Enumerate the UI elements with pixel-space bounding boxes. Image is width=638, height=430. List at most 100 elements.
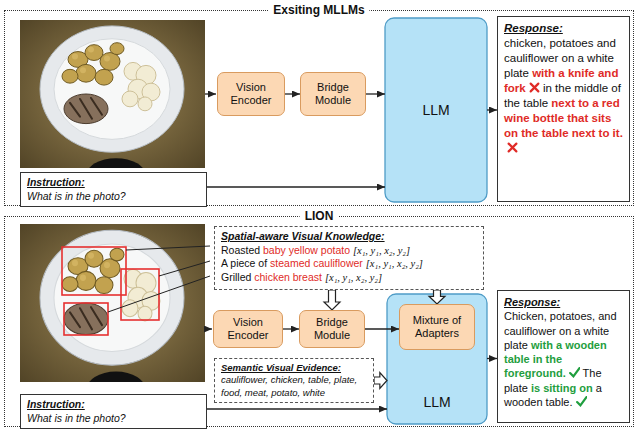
text-line: Semantic Visual Evidence: bbox=[221, 362, 367, 374]
text-area: Mixture of Adapters bbox=[405, 314, 469, 340]
text-line: Spatial-aware Visual Knowledge: bbox=[221, 230, 477, 244]
label-text: Roasted bbox=[221, 244, 260, 256]
adapter-box: Mixture of Adapters bbox=[399, 304, 475, 350]
bounding-boxes bbox=[62, 247, 159, 335]
text-line: Roasted baby yellow potato [x₁, y₁, x₂, … bbox=[221, 244, 477, 258]
text-line: Response: bbox=[504, 21, 623, 36]
label-text: LLM bbox=[423, 394, 450, 410]
text-area: Instruction: What is in the photo? bbox=[27, 176, 200, 203]
text-line: A piece of steamed cauliflower [x₁, y₁, … bbox=[221, 257, 477, 271]
image-arrow bbox=[205, 93, 216, 94]
label-text: Mixture of Adapters bbox=[413, 314, 461, 339]
text-area: Spatial-aware Visual Knowledge: Roasted b… bbox=[221, 230, 477, 285]
check-mark bbox=[569, 367, 580, 378]
heading-text: Instruction: bbox=[27, 176, 85, 188]
label-text: Bridge Module bbox=[315, 81, 351, 106]
label-text: A piece of bbox=[221, 257, 267, 269]
text-line: Chicken, potatoes, and cauliflower on a … bbox=[504, 309, 623, 409]
leader-line bbox=[159, 261, 210, 276]
text-line: chicken, potatoes and cauliflower on a w… bbox=[504, 36, 623, 156]
section-panel: Spatial-aware Visual Knowledge: Roasted b… bbox=[4, 216, 634, 427]
hollow-arrow bbox=[429, 290, 445, 304]
llm-fill bbox=[385, 18, 487, 202]
llm-box: Mixture of AdaptersLLM bbox=[387, 294, 487, 424]
module-box: Vision Encoder bbox=[213, 310, 283, 348]
text-area: Bridge Module bbox=[306, 81, 360, 107]
text-area: Bridge Module bbox=[305, 316, 359, 342]
connector bbox=[365, 328, 399, 329]
connector bbox=[285, 93, 300, 94]
panel-title: Exsiting MLLMs bbox=[268, 2, 369, 18]
response-box: Response:chicken, potatoes and cauliflow… bbox=[497, 16, 630, 202]
text-line: What is in the photo? bbox=[27, 412, 200, 426]
text-line: Instruction: bbox=[27, 176, 200, 190]
heading-text: Spatial-aware Visual Knowledge: bbox=[221, 230, 385, 242]
leader-line bbox=[108, 276, 210, 312]
label-text: What is in the photo? bbox=[27, 412, 126, 424]
label-text: is sitting on bbox=[531, 382, 593, 394]
text-area: Response:chicken, potatoes and cauliflow… bbox=[504, 21, 623, 155]
hollow-arrow bbox=[324, 290, 340, 310]
label-text: baby yellow potato bbox=[263, 244, 350, 256]
label-text: What is in the photo? bbox=[27, 190, 126, 202]
text-area: Response:Chicken, potatoes, and cauliflo… bbox=[504, 295, 623, 409]
text-line: Mixture of Adapters bbox=[405, 314, 469, 340]
bounding-box bbox=[62, 247, 126, 295]
food-photo bbox=[20, 224, 205, 409]
label-text: [x₁, y₁, x₂, y₂] bbox=[353, 245, 410, 256]
heading-text: Response: bbox=[504, 296, 560, 308]
instruction-box: Instruction: What is in the photo? bbox=[20, 172, 207, 207]
text-line: LLM bbox=[423, 394, 450, 410]
bounding-box bbox=[121, 269, 159, 320]
module-box: Vision Encoder bbox=[217, 72, 285, 116]
section-panel: Instruction: What is in the photo? Vision … bbox=[4, 10, 634, 206]
text-area: LLM bbox=[422, 102, 449, 119]
text-line: LLM bbox=[422, 102, 449, 119]
connector bbox=[207, 408, 387, 409]
text-line: Response: bbox=[504, 295, 623, 309]
connector bbox=[487, 109, 497, 110]
cross-mark bbox=[507, 142, 518, 153]
text-line: Vision Encoder bbox=[223, 81, 279, 107]
heading-text: Instruction: bbox=[27, 398, 85, 410]
hollow-arrow bbox=[374, 373, 387, 389]
text-line: Bridge Module bbox=[306, 81, 360, 107]
evidence-box: Semantic Visual Evidence:cauliflower, ch… bbox=[214, 358, 374, 403]
text-area: Vision Encoder bbox=[223, 81, 279, 107]
leader-line bbox=[126, 246, 210, 250]
label-text: Vision Encoder bbox=[231, 81, 272, 106]
instruction-box: Instruction: What is in the photo? bbox=[20, 394, 207, 429]
heading-text: Semantic Visual Evidence: bbox=[221, 362, 341, 373]
connector bbox=[283, 328, 299, 329]
llm-box: LLM bbox=[385, 18, 487, 202]
bounding-box bbox=[64, 303, 108, 335]
text-line: What is in the photo? bbox=[27, 190, 200, 204]
text-area: Instruction: What is in the photo? bbox=[27, 398, 200, 425]
leader-lines bbox=[108, 246, 210, 312]
connector bbox=[207, 186, 385, 187]
connector bbox=[366, 93, 385, 94]
label-text: Vision Encoder bbox=[228, 316, 269, 341]
llm-fill bbox=[387, 294, 487, 424]
food-photo bbox=[20, 20, 205, 194]
module-box: Bridge Module bbox=[300, 72, 366, 116]
label-text: cauliflower, chicken, table, plate, food… bbox=[221, 374, 357, 397]
box-fills bbox=[385, 18, 487, 424]
text-line: Vision Encoder bbox=[219, 316, 277, 342]
label-text: steamed cauliflower bbox=[270, 257, 363, 269]
text-area: LLM bbox=[423, 394, 450, 410]
label-text: Grilled bbox=[221, 271, 251, 283]
text-line: cauliflower, chicken, table, plate, food… bbox=[221, 374, 367, 399]
text-area: Vision Encoder bbox=[219, 316, 277, 342]
text-line: Bridge Module bbox=[305, 316, 359, 342]
panel-title: LION bbox=[300, 208, 339, 224]
image-arrow bbox=[205, 328, 212, 329]
label-text: LLM bbox=[422, 102, 449, 118]
label-text: Bridge Module bbox=[314, 316, 350, 341]
label-text: [x₁, y₁, x₂, y₂] bbox=[325, 272, 382, 283]
cross-mark bbox=[529, 82, 540, 93]
text-line: Grilled chicken breast [x₁, y₁, x₂, y₂] bbox=[221, 271, 477, 285]
text-area: Semantic Visual Evidence:cauliflower, ch… bbox=[221, 362, 367, 399]
